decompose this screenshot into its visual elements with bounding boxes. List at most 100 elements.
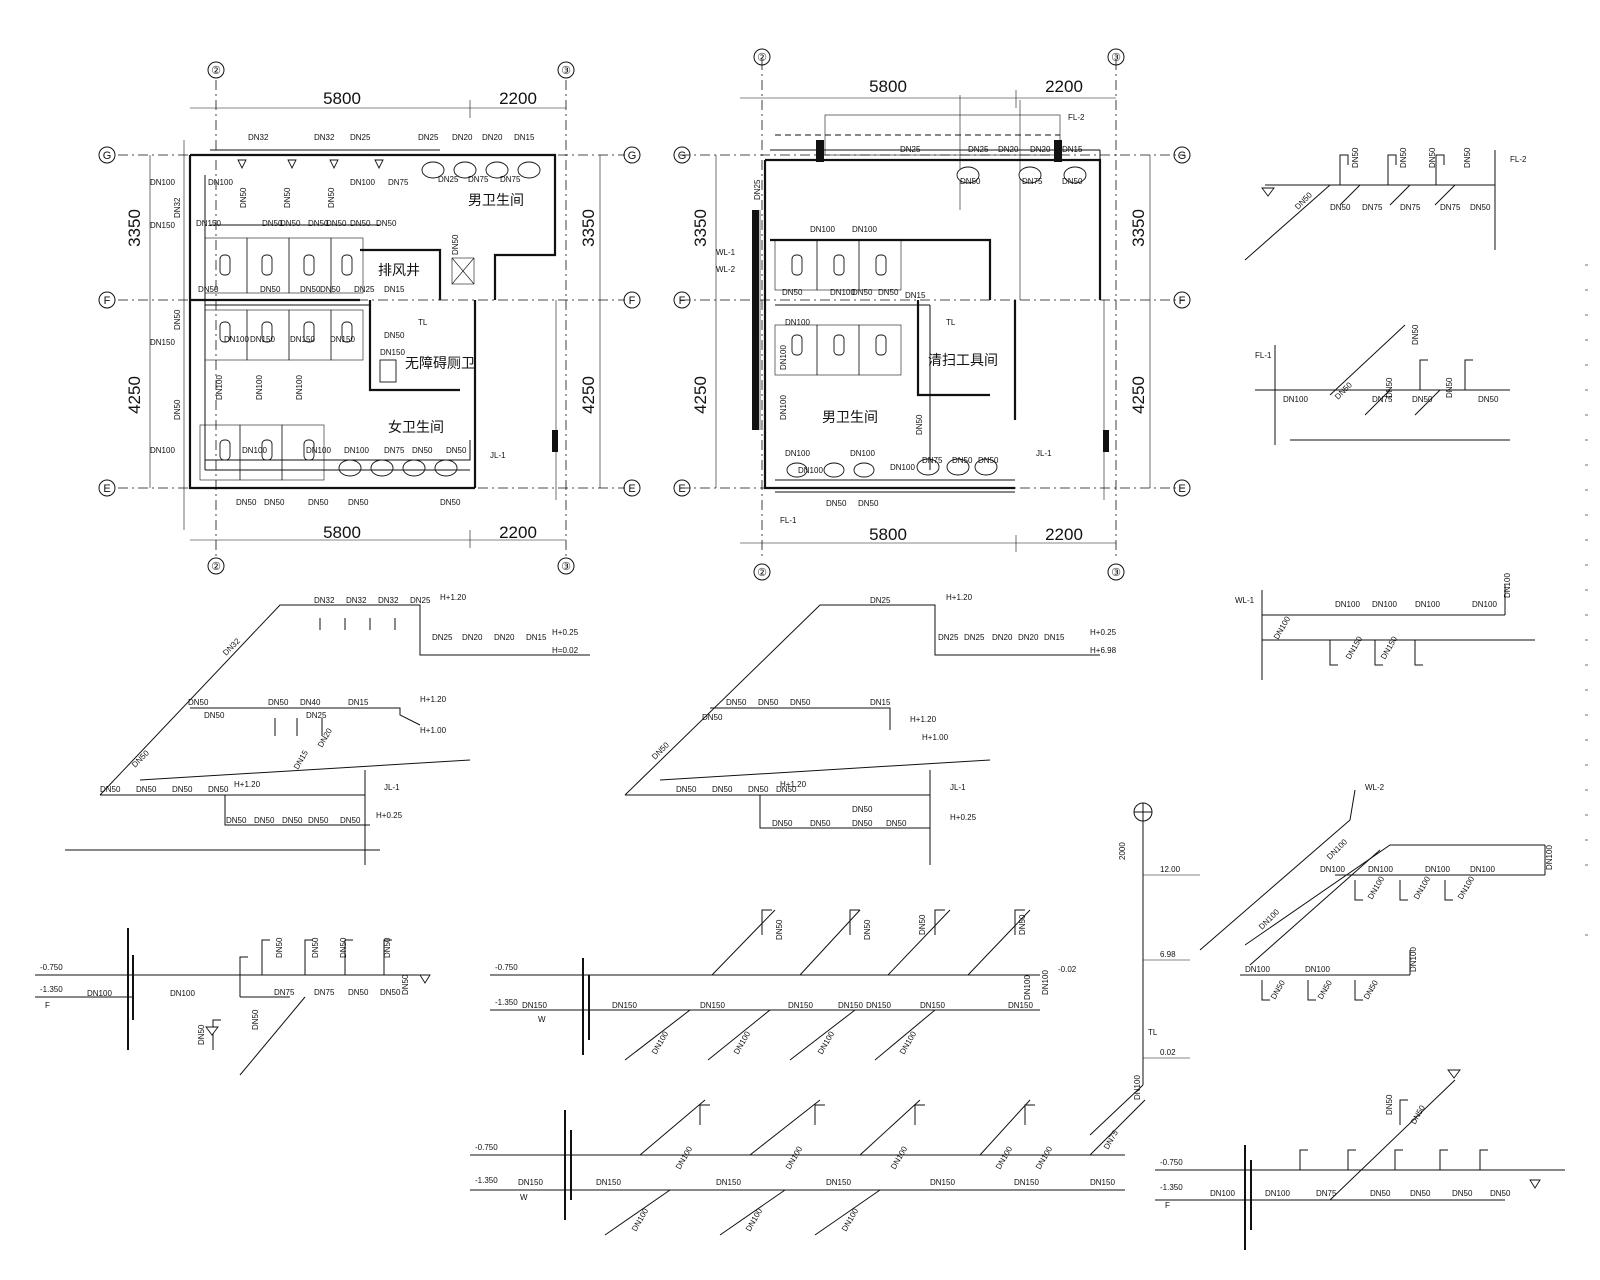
svg-text:DN150: DN150 (1344, 634, 1365, 661)
svg-text:DN50: DN50 (282, 816, 303, 825)
svg-text:DN50: DN50 (376, 219, 397, 228)
svg-text:DN50: DN50 (952, 456, 973, 465)
svg-text:-1.350: -1.350 (475, 1176, 498, 1185)
svg-text:DN50: DN50 (852, 805, 873, 814)
axis-label-2-top: ② (211, 65, 221, 77)
svg-text:DN25: DN25 (753, 179, 762, 200)
svg-text:DN100: DN100 (1472, 600, 1497, 609)
svg-text:DN150: DN150 (150, 221, 175, 230)
svg-text:FL-1: FL-1 (780, 516, 797, 525)
room-men-right: 男卫生间 (822, 409, 878, 425)
axis-label-2-bottom-r: ② (757, 567, 767, 579)
svg-text:DN100: DN100 (674, 1144, 695, 1171)
svg-text:DN15: DN15 (905, 291, 926, 300)
svg-text:-0.750: -0.750 (495, 963, 518, 972)
dim-left-4250: 4250 (125, 376, 144, 414)
axis-label-g-left-r: G (678, 150, 687, 162)
iso-wl2: WL-2 DN100 DN100 DN100 DN100 DN100 DN100… (1199, 783, 1554, 1001)
svg-text:DN50: DN50 (1412, 395, 1433, 404)
svg-text:DN100: DN100 (1368, 865, 1393, 874)
svg-text:H=0.02: H=0.02 (552, 646, 579, 655)
svg-text:H+1.00: H+1.00 (420, 726, 447, 735)
svg-text:DN50: DN50 (810, 819, 831, 828)
svg-text:DN150: DN150 (838, 1001, 863, 1010)
svg-text:DN50: DN50 (978, 456, 999, 465)
svg-text:DN50: DN50 (712, 785, 733, 794)
svg-text:DN50: DN50 (1445, 377, 1454, 398)
dim-top-5800: 5800 (323, 89, 361, 108)
svg-text:-1.350: -1.350 (1160, 1183, 1183, 1192)
svg-text:DN150: DN150 (930, 1178, 955, 1187)
svg-text:DN100: DN100 (295, 375, 304, 400)
svg-text:2000: 2000 (1118, 842, 1127, 860)
svg-text:DN150: DN150 (700, 1001, 725, 1010)
dim-right-4250: 4250 (579, 376, 598, 414)
plan-right: ② ③ ② ③ G F E G F E 5800 2200 5800 2200 … (673, 48, 1191, 581)
svg-text:DN150: DN150 (716, 1178, 741, 1187)
svg-text:DN100: DN100 (650, 1029, 671, 1056)
svg-text:DN150: DN150 (788, 1001, 813, 1010)
svg-text:DN32: DN32 (346, 596, 367, 605)
sinks-bottom-left (338, 459, 458, 477)
svg-text:DN50: DN50 (775, 919, 784, 940)
svg-text:DN100: DN100 (798, 466, 823, 475)
svg-text:DN50: DN50 (676, 785, 697, 794)
svg-text:DN50: DN50 (852, 288, 873, 297)
svg-text:DN75: DN75 (314, 988, 335, 997)
svg-text:DN50: DN50 (1018, 914, 1027, 935)
svg-text:DN50: DN50 (197, 1024, 206, 1045)
svg-text:DN50: DN50 (275, 937, 284, 958)
svg-text:DN100: DN100 (816, 1029, 837, 1056)
svg-text:DN32: DN32 (314, 596, 335, 605)
svg-text:DN50: DN50 (327, 187, 336, 208)
room-men-left: 男卫生间 (468, 192, 524, 208)
svg-text:DN100: DN100 (1503, 573, 1512, 598)
svg-text:DN100: DN100 (1456, 874, 1477, 901)
svg-text:DN150: DN150 (612, 1001, 637, 1010)
svg-text:DN50: DN50 (878, 288, 899, 297)
svg-text:DN25: DN25 (306, 711, 327, 720)
svg-text:DN50: DN50 (340, 816, 361, 825)
svg-text:DN50: DN50 (283, 187, 292, 208)
svg-text:DN50: DN50 (1362, 978, 1380, 1001)
svg-text:DN25: DN25 (438, 175, 459, 184)
sinks-bottom-right (786, 458, 998, 478)
svg-text:DN100: DN100 (1412, 874, 1433, 901)
svg-text:DN50: DN50 (1316, 978, 1334, 1001)
svg-text:DN50: DN50 (350, 219, 371, 228)
svg-text:DN100: DN100 (1265, 1189, 1290, 1198)
svg-text:DN25: DN25 (354, 285, 375, 294)
axis-label-e-left-r: E (678, 483, 685, 495)
svg-text:DN50: DN50 (1463, 147, 1472, 168)
svg-text:-1.350: -1.350 (495, 998, 518, 1007)
svg-text:DN25: DN25 (900, 145, 921, 154)
svg-text:DN100: DN100 (1372, 600, 1397, 609)
svg-text:JL-1: JL-1 (1036, 449, 1052, 458)
plan-left-walls (188, 153, 557, 490)
svg-text:DN75: DN75 (922, 456, 943, 465)
svg-text:DN100: DN100 (344, 446, 369, 455)
svg-text:DN50: DN50 (758, 698, 779, 707)
svg-text:0.02: 0.02 (1160, 1048, 1176, 1057)
svg-text:DN50: DN50 (915, 414, 924, 435)
svg-text:-0.750: -0.750 (40, 963, 63, 972)
svg-text:DN50: DN50 (1409, 1103, 1427, 1126)
svg-text:DN50: DN50 (188, 698, 209, 707)
iso-fl2: FL-2 DN50 DN50 DN50 DN50 DN50 DN50 DN75 … (1244, 147, 1527, 261)
svg-text:DN50: DN50 (172, 785, 193, 794)
svg-text:DN50: DN50 (1410, 1189, 1431, 1198)
svg-text:DN75: DN75 (1316, 1189, 1337, 1198)
svg-text:DN15: DN15 (292, 748, 310, 771)
dim-top-2200: 2200 (499, 89, 537, 108)
svg-text:DN50: DN50 (308, 498, 329, 507)
axis-label-3-top: ③ (561, 65, 571, 77)
svg-text:FL-2: FL-2 (1510, 155, 1527, 164)
svg-text:DN100: DN100 (630, 1206, 651, 1233)
svg-text:DN50: DN50 (1452, 1189, 1473, 1198)
svg-text:12.00: 12.00 (1160, 865, 1181, 874)
svg-text:DN50: DN50 (339, 937, 348, 958)
svg-text:DN15: DN15 (1044, 633, 1065, 642)
svg-text:DN100: DN100 (150, 446, 175, 455)
room-cleaning: 清扫工具间 (928, 352, 998, 368)
